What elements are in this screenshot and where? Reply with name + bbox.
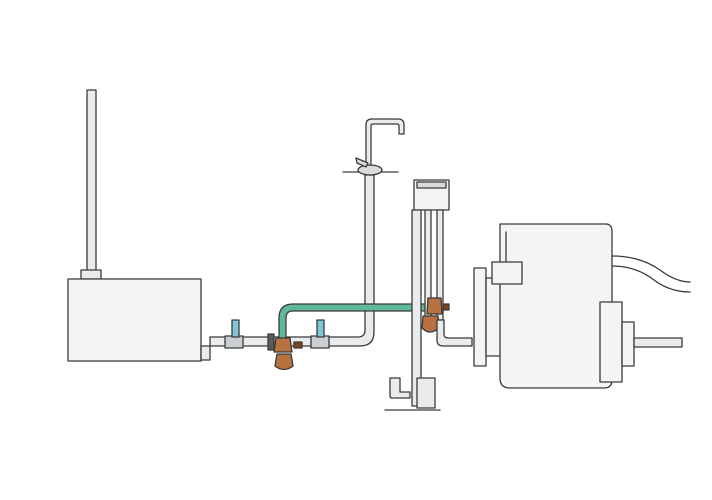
blue-valve-handle-2 bbox=[316, 319, 325, 338]
motor-shaft-housing bbox=[621, 321, 635, 367]
check-valve-nut bbox=[267, 333, 275, 351]
blue-valve-handle-1 bbox=[231, 319, 240, 338]
copper-valve-body-right bbox=[426, 297, 443, 315]
electric-motor bbox=[473, 223, 691, 389]
motor-cable-upper bbox=[611, 255, 691, 283]
copper-valve-left bbox=[273, 337, 303, 371]
union-fitting-2 bbox=[310, 335, 330, 349]
motor-cable-lower bbox=[611, 265, 691, 293]
faucet-base bbox=[357, 164, 383, 176]
tank-body bbox=[67, 278, 202, 362]
copper-valve-nut-left bbox=[293, 341, 303, 349]
stand-base bbox=[416, 377, 436, 409]
union-fitting-1 bbox=[224, 335, 244, 349]
motor-feed-elbow bbox=[436, 319, 473, 347]
faucet-handle bbox=[355, 157, 369, 168]
motor-junction-box bbox=[491, 261, 523, 285]
faucet-spout bbox=[365, 118, 405, 166]
vent-pipe bbox=[86, 89, 97, 277]
blue-valves bbox=[231, 319, 325, 338]
copper-valve-body-left bbox=[273, 337, 293, 353]
tank-outlet-stub bbox=[200, 345, 211, 361]
motor-housing bbox=[499, 223, 613, 389]
motor-end-flange bbox=[473, 267, 487, 367]
filter-cap-band bbox=[416, 181, 447, 189]
faucet bbox=[342, 118, 405, 176]
stand-pipe-left bbox=[411, 209, 422, 407]
copper-valve-bowl-left bbox=[274, 353, 294, 371]
vent-collar bbox=[80, 269, 102, 280]
tank bbox=[67, 89, 211, 362]
motor-shaft bbox=[633, 337, 683, 348]
motor-foot-bracket bbox=[599, 301, 623, 383]
motor-feed-pipe bbox=[436, 319, 473, 347]
filter-stand bbox=[384, 179, 450, 411]
copper-valve-nut-right bbox=[442, 303, 450, 311]
drain-handle bbox=[389, 377, 411, 399]
copper-valve-right bbox=[421, 297, 450, 333]
